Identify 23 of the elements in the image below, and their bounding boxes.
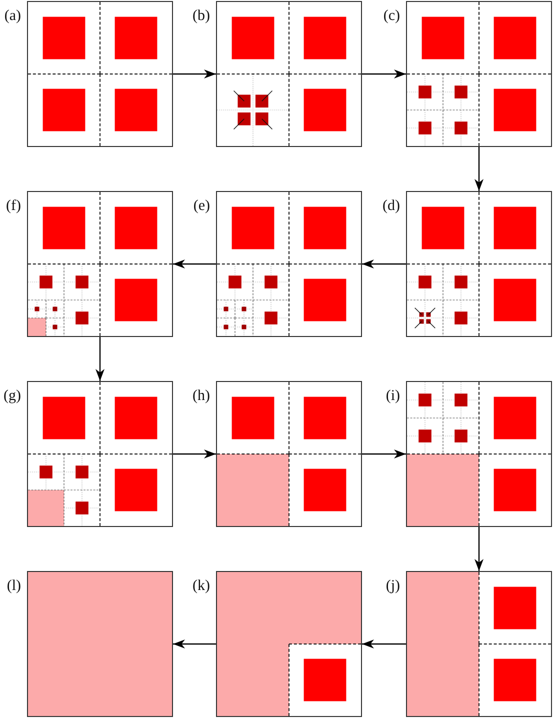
panel-label: (l) [6,578,21,595]
panel-label: (e) [193,198,210,215]
panel-label: (g) [4,388,21,405]
arrow [173,70,216,78]
panel-label: (i) [386,388,400,405]
arrow [173,450,216,458]
panel-label: (h) [192,388,210,405]
panel-label: (a) [4,8,21,25]
arrow [362,640,406,648]
arrow [362,70,406,78]
panel-label: (d) [382,198,400,215]
arrow [362,260,406,268]
arrow [173,640,216,648]
panel-label: (c) [383,8,400,25]
panel-label: (b) [192,8,210,25]
arrow [474,527,484,571]
panel-label: (k) [192,578,210,595]
arrow [362,450,406,458]
arrow [173,260,216,268]
arrow [474,147,484,191]
panel-label: (f) [6,198,21,215]
panel-label: (j) [386,578,400,595]
arrow [96,337,104,381]
